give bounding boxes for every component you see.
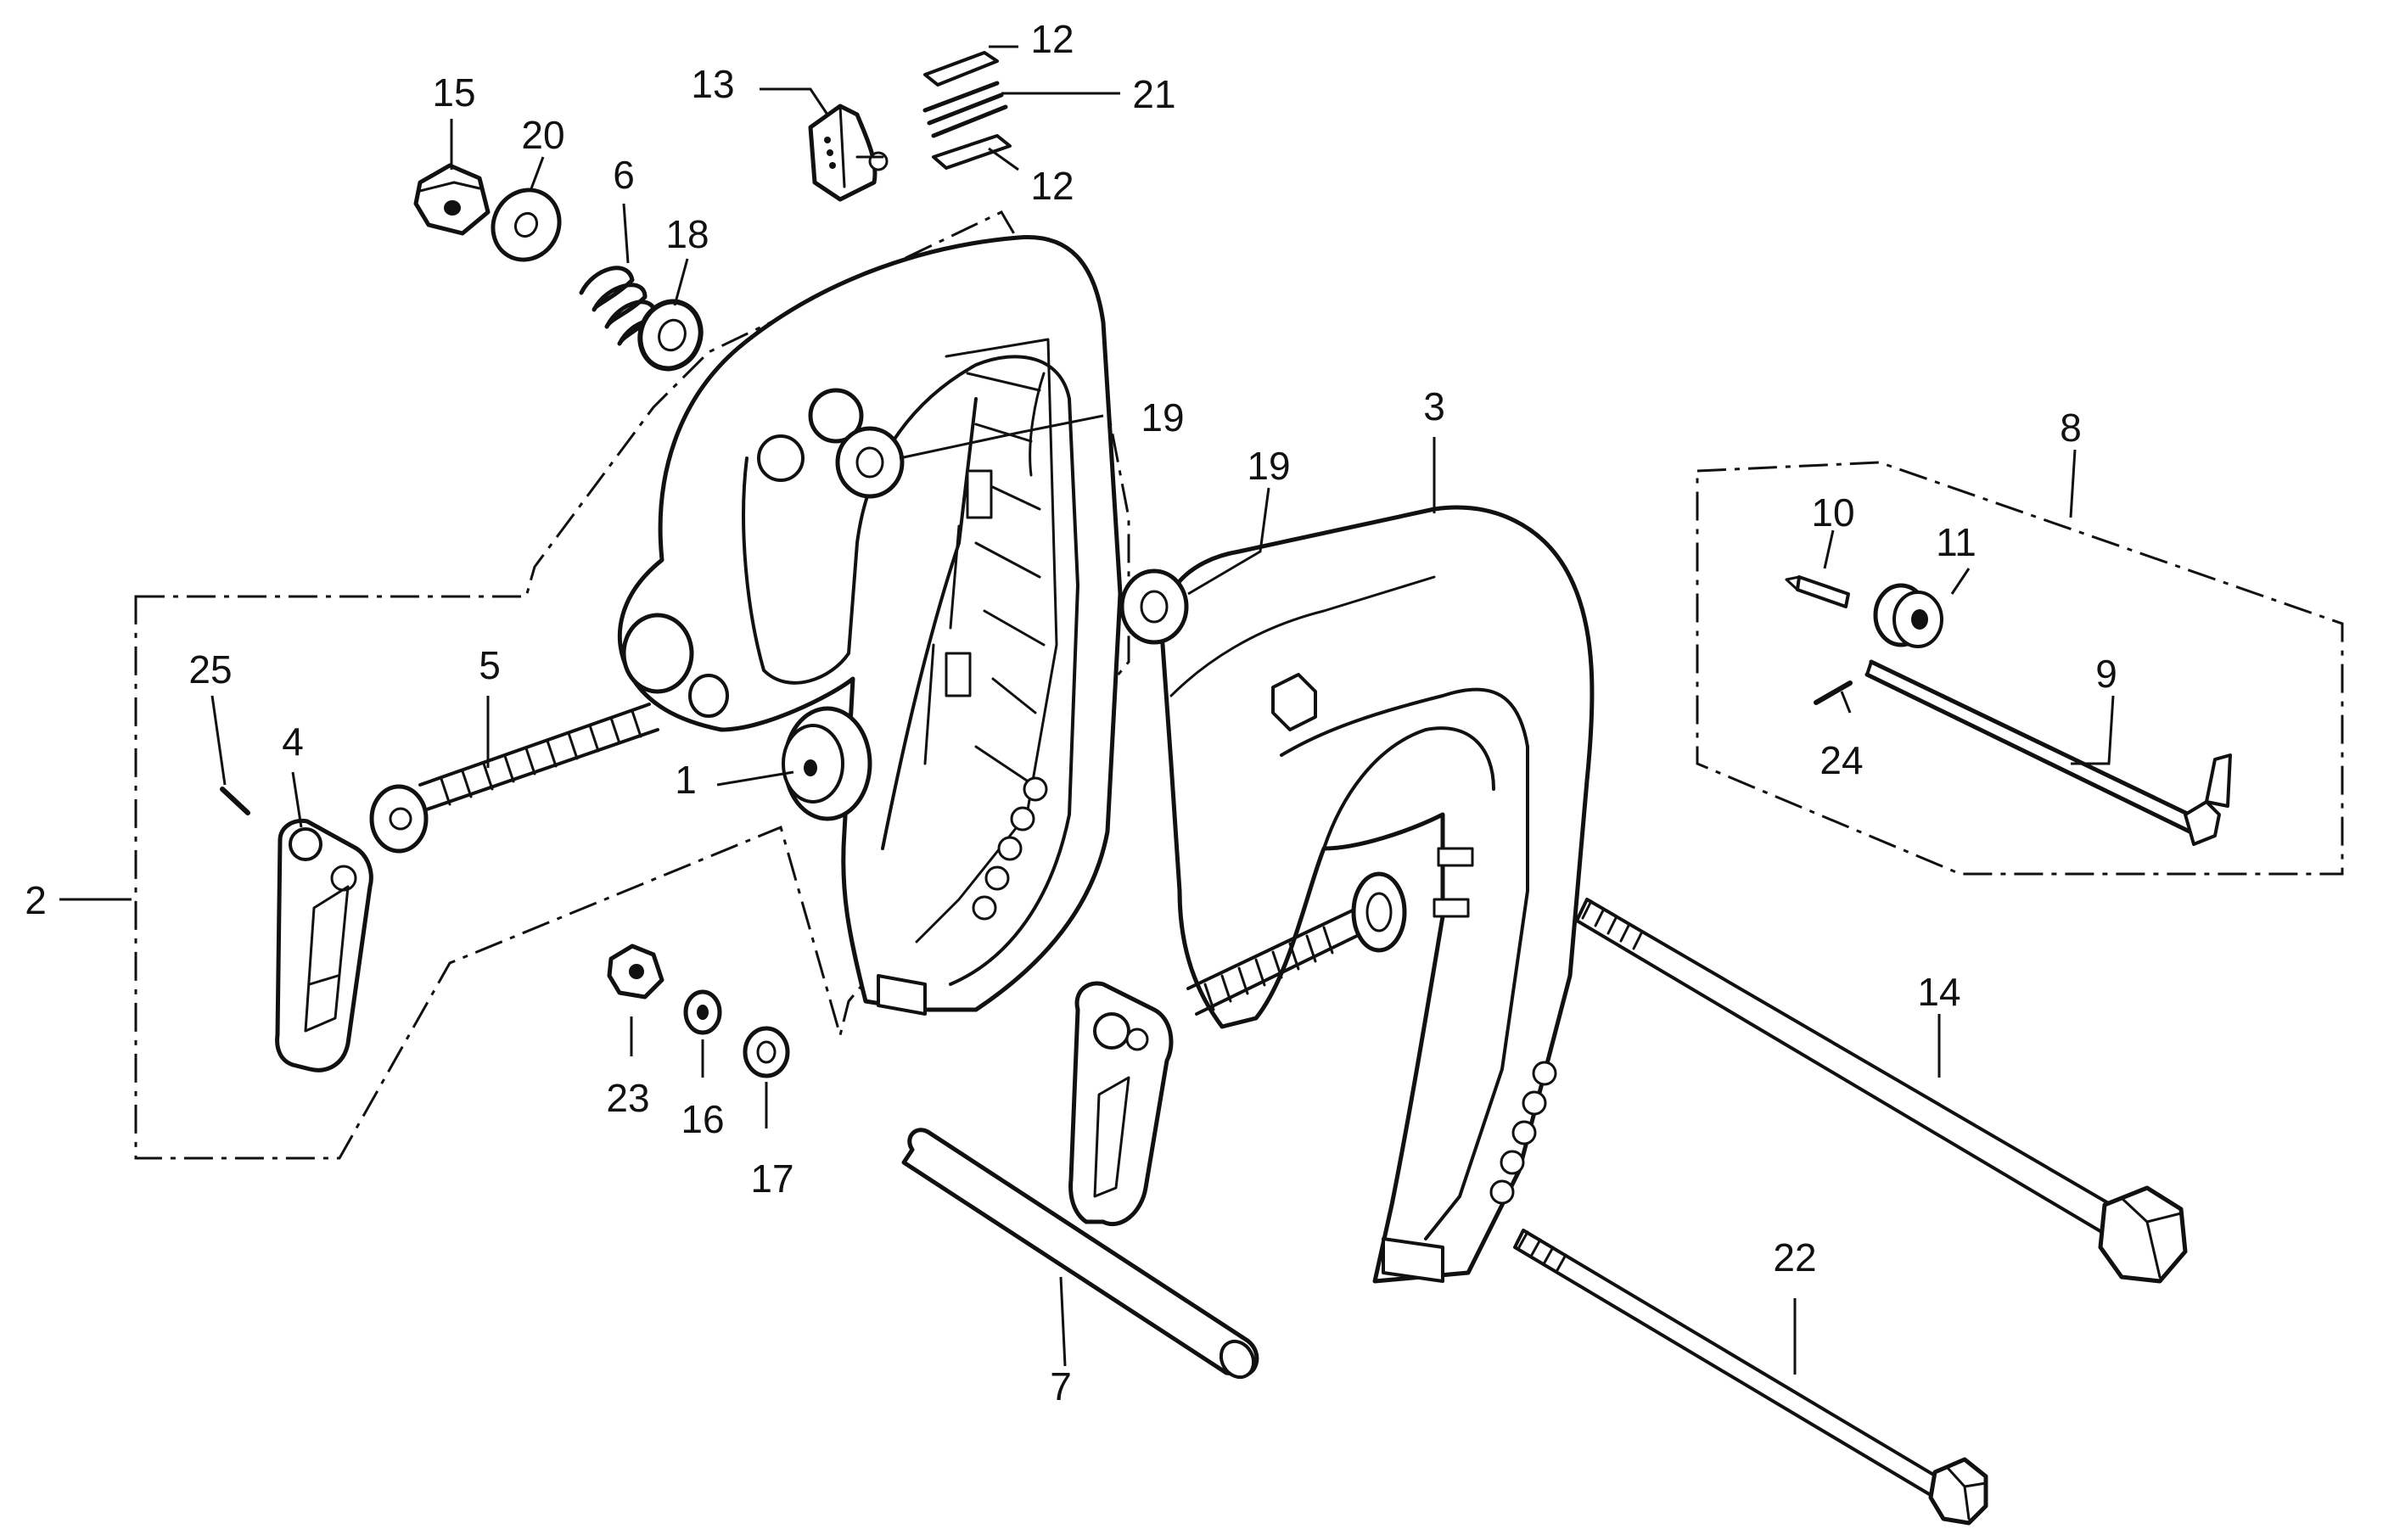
part-9-tilt-rod: [1864, 659, 2232, 846]
callout-7: 7: [1050, 1364, 1072, 1408]
part-19-washer-upper: [835, 426, 905, 499]
part-1-thrust-pad: [782, 706, 872, 821]
callout-15: 15: [432, 70, 475, 115]
part-20-washer: [491, 188, 562, 262]
callout-labels: 1 2 3 4 5 6 7 8 9 10 11 12 12 13 14 15 1…: [25, 17, 2117, 1408]
callout-18: 18: [665, 212, 709, 256]
part-22-long-bolt: [1513, 1229, 1988, 1526]
callout-19-lower: 19: [1247, 444, 1290, 488]
part-16-lock-washer: [683, 989, 722, 1035]
part-15-nut: [413, 163, 491, 236]
callout-24: 24: [1819, 738, 1863, 782]
callout-10: 10: [1811, 490, 1854, 535]
callout-21: 21: [1132, 72, 1175, 116]
part-19-washer-lower: [1119, 568, 1189, 645]
callout-9: 9: [2095, 652, 2117, 696]
callout-8: 8: [2060, 406, 2082, 450]
callout-3: 3: [1423, 384, 1445, 428]
callout-25: 25: [188, 647, 232, 692]
part-12-pin-lower: [932, 134, 1012, 170]
callout-4: 4: [282, 720, 304, 764]
callout-19-upper: 19: [1141, 395, 1184, 440]
group-outline-8: [1696, 461, 2344, 876]
part-13-lock-plate: [808, 104, 889, 202]
part-5-clamp-screw: [369, 703, 659, 854]
callout-2: 2: [25, 878, 47, 922]
part-21-spring-pin: [922, 81, 1008, 138]
callout-13: 13: [691, 62, 734, 106]
callout-16: 16: [681, 1097, 724, 1141]
callout-22: 22: [1773, 1235, 1816, 1280]
callout-5: 5: [479, 643, 501, 687]
part-14-tilt-bolt: [1575, 898, 2188, 1284]
part-11-bushing: [1873, 583, 1943, 648]
callout-1: 1: [675, 758, 697, 802]
callout-20: 20: [521, 113, 564, 157]
leader-lines: [59, 45, 2115, 1375]
callout-23: 23: [606, 1076, 649, 1120]
callout-11: 11: [1936, 520, 1976, 564]
callout-12-lower: 12: [1030, 164, 1074, 208]
group-outline-2: [134, 210, 1130, 1160]
part-6-spring: [579, 266, 669, 346]
right-stern-bracket: [1068, 505, 1595, 1284]
part-17-washer: [743, 1026, 790, 1078]
part-24-cotter-pin: [1814, 680, 1853, 705]
part-7-tube: [901, 1128, 1259, 1380]
part-12-pin-upper: [923, 51, 999, 87]
part-10-pin: [1785, 575, 1850, 608]
callout-14: 14: [1917, 970, 1960, 1014]
left-stern-bracket: [617, 235, 1123, 1016]
callout-17: 17: [750, 1156, 793, 1201]
part-25-pin: [220, 787, 250, 815]
part-18-washer: [637, 299, 704, 372]
callout-12-upper: 12: [1030, 17, 1074, 61]
part-23-nut: [607, 944, 664, 1000]
part-4-clamp-handle: [275, 818, 373, 1072]
callout-6: 6: [613, 153, 635, 197]
